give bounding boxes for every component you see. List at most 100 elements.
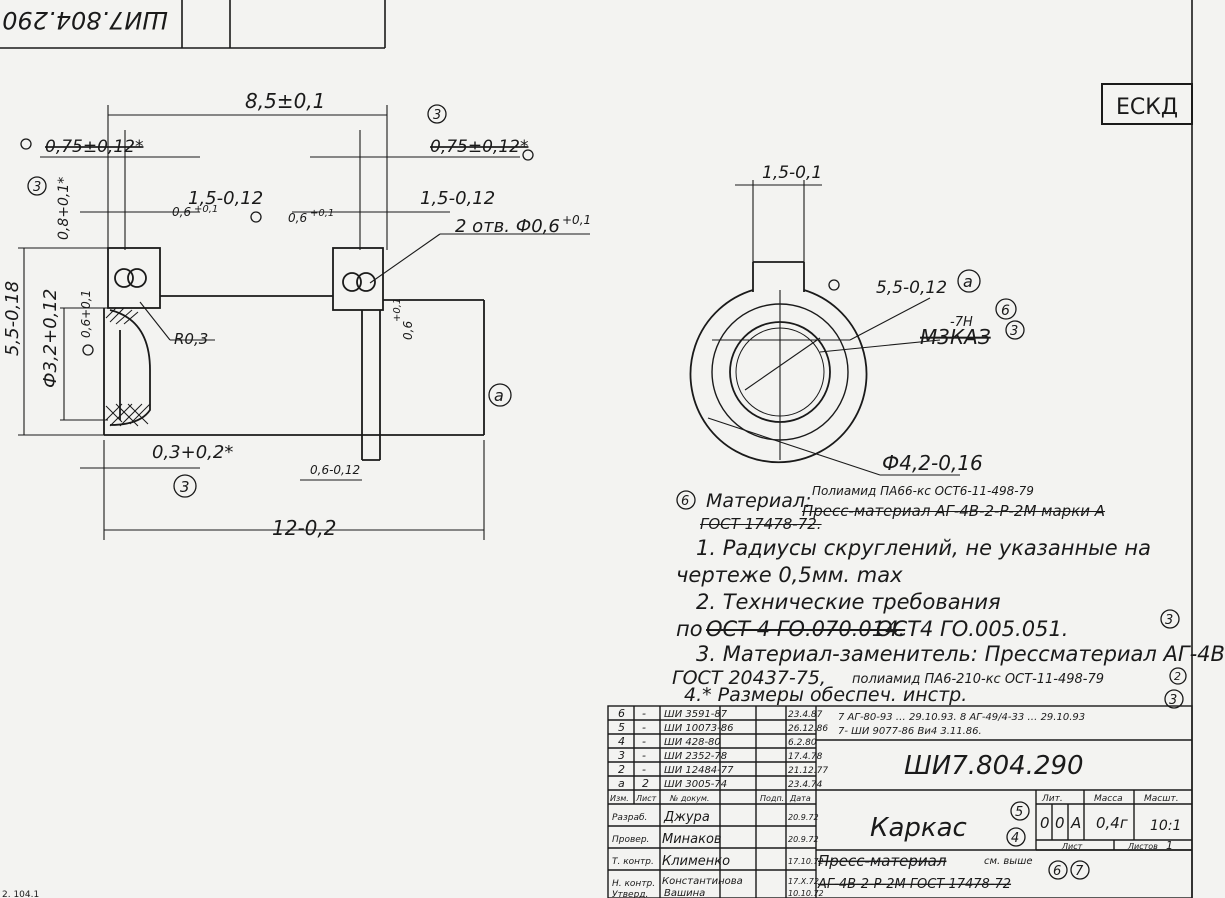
rev-doc: ШИ 10073-86 [664, 723, 734, 734]
material-label: Материал: [706, 490, 812, 512]
rev-izm: 5 [618, 721, 625, 734]
tb-sheet-label: Лист [1061, 842, 1083, 851]
revision-row: 6 - ШИ 3591-87 23.4.87 [618, 707, 823, 720]
tb-part-name: Каркас [870, 813, 967, 843]
th-sign: Подп. [760, 794, 784, 803]
tb-lit-1: 0 [1040, 814, 1050, 832]
revision-row: 5 - ШИ 10073-86 26.12.86 [618, 721, 828, 734]
th-izm: Изм. [610, 794, 629, 803]
dim-flange-06a: 0,6 [172, 205, 191, 219]
dim-hole-callout-tol: +0,1 [562, 213, 591, 227]
tb-see-above: см. выше [984, 856, 1033, 867]
tb-material-b: АГ-4В-2-Р-2М ГОСТ 17478-72 [817, 877, 1011, 892]
marker-5: 5 [1015, 805, 1023, 820]
tb-mass: 0,4г [1096, 814, 1128, 832]
note-4: 4.* Размеры обеспеч. инстр. [684, 684, 968, 706]
revision-row: 4 - ШИ 428-80 6.2.80 [618, 735, 817, 748]
marker-6-b: 6 [681, 494, 689, 509]
marker-3-d: 3 [1010, 324, 1018, 339]
dim-flange-06b: 0,6 [288, 211, 307, 225]
note-2b-prefix: по [676, 617, 703, 641]
date-razrab: 20.9.72 [788, 813, 819, 822]
rev-date: 21.12.77 [788, 766, 828, 776]
tb-material: Пресс-материал [818, 852, 947, 870]
rev-izm: 3 [618, 749, 625, 762]
revision-row: а 2 ШИ 3005-74 23.4.74 [618, 777, 823, 790]
dim-flange-06a-tol: +0,1 [194, 204, 218, 215]
date-tkontr: 17.10.72 [788, 857, 824, 866]
rev-list: - [642, 735, 646, 748]
revision-row: 3 - ШИ 2352-78 17.4.78 [618, 749, 823, 762]
tb-h-mass: Масса [1094, 794, 1123, 804]
marker-3-f: 3 [1169, 693, 1177, 708]
role-razrab: Разраб. [612, 813, 647, 823]
tb-h-scale: Масшт. [1144, 794, 1179, 804]
dim-left-075: 0,75±0,12* [45, 137, 143, 157]
note-2b-new: ОСТ4 ГО.005.051. [876, 617, 1069, 641]
rev-note-2: 7- ШИ 9077-86 Ви4 3.11.86. [838, 726, 982, 737]
marker-3-e: 3 [1165, 613, 1173, 628]
marker-3-b: 3 [433, 108, 441, 123]
marker-3-c: 3 [180, 478, 190, 496]
role-tkontr: Т. контр. [612, 857, 654, 867]
side-view [103, 247, 485, 461]
tb-sheets: 1 [1166, 839, 1173, 852]
rev-izm: 6 [618, 707, 625, 720]
date-utv: 10.10.72 [788, 889, 824, 898]
drawing-svg: ШИ7.804.290 ЕСКД [0, 0, 1193, 898]
dim-thread-tol: -7Н [950, 315, 973, 330]
marker-6-c: 6 [1053, 864, 1061, 879]
dim-bottom-06: 0,6-0,12 [310, 463, 360, 477]
section-hatch [105, 307, 151, 427]
note-1a: 1. Радиусы скруглений, не указанные на [696, 536, 1151, 560]
rev-list: 2 [642, 777, 649, 790]
note-3a: 3. Материал-заменитель: Прессматериал АГ… [696, 642, 1225, 666]
dim-flange-15b: 1,5-0,12 [420, 188, 495, 209]
rev-doc: ШИ 3591-87 [664, 709, 728, 720]
marker-a-side: а [494, 386, 504, 405]
tb-doc-code: ШИ7.804.290 [904, 751, 1084, 781]
dim-thread: М3КАЗ [920, 325, 991, 349]
rev-date: 17.4.78 [788, 752, 823, 762]
dim-dia-32: Ф3,2+0,12 [40, 289, 61, 388]
dim-flange-06b-tol: +0,1 [310, 208, 334, 219]
rev-date: 23.4.74 [788, 780, 823, 790]
dim-side-06: 0,6+0,1 [79, 290, 93, 338]
tb-scale: 10:1 [1150, 818, 1181, 834]
dim-hole-callout: 2 отв. Ф0,6 [455, 216, 560, 237]
tb-lit-2: 0 [1055, 814, 1065, 832]
rev-list: - [642, 763, 646, 776]
rev-date: 23.4.87 [788, 710, 823, 720]
front-view [689, 261, 868, 464]
rev-izm: а [618, 777, 625, 790]
dim-overall-bottom: 12-0,2 [272, 516, 336, 540]
eskd-box [1101, 83, 1193, 125]
rev-izm: 2 [618, 763, 625, 776]
front-dim-lines [707, 180, 960, 476]
revision-markers [20, 104, 1187, 880]
note-3b: ГОСТ 20437-75, [672, 667, 826, 689]
name-razrab: Джура [663, 810, 710, 825]
date-prov: 20.9.72 [788, 835, 819, 844]
rev-list: - [642, 707, 646, 720]
role-nkontr: Н. контр. [612, 879, 655, 889]
role-prov: Провер. [612, 835, 649, 845]
dim-flange-15a: 1,5-0,12 [188, 188, 263, 209]
tb-h-lit: Лит. [1041, 794, 1063, 804]
dim-right-06: 0,6 [401, 321, 415, 340]
dim-outer-dia: Ф4,2-0,16 [882, 451, 983, 475]
material-new: Полиамид ПА66-кс ОСТ6-11-498-79 [812, 484, 1034, 498]
rev-date: 6.2.80 [788, 738, 817, 748]
note-2a: 2. Технические требования [696, 590, 1001, 614]
title-block-grid [607, 705, 1193, 898]
rev-list: - [642, 749, 646, 762]
dim-height-55: 5,5-0,18 [2, 281, 23, 356]
th-date: Дата [789, 794, 811, 803]
dim-small-08: 0,8+0,1* [56, 177, 72, 240]
dim-r03: R0,3 [174, 330, 208, 348]
marker-4: 4 [1011, 831, 1019, 846]
revision-rows: 6 - ШИ 3591-87 23.4.87 5 - ШИ 10073-86 2… [618, 707, 828, 790]
eskd-label: ЕСКД [1116, 95, 1178, 120]
note-2b-old: ОСТ 4 ГО.070.014. [706, 617, 906, 641]
